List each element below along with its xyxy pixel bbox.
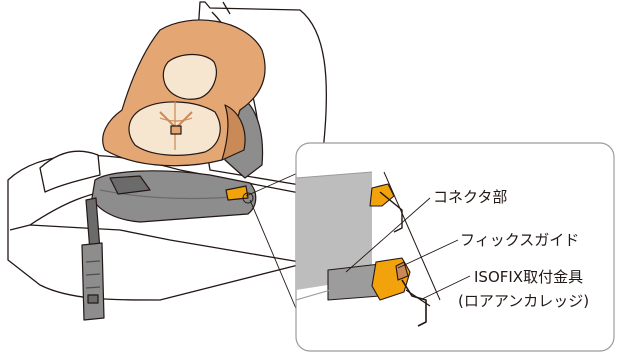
label-fix-guide: フィックスガイド xyxy=(460,233,579,248)
child-seat-base xyxy=(92,171,256,222)
label-isofix-anchor: ISOFIX取付金具 xyxy=(474,270,583,285)
label-connector: コネクタ部 xyxy=(433,190,507,205)
child-seat-shell xyxy=(103,20,265,178)
label-isofix-anchor-sub: (ロアアンカレッジ) xyxy=(458,294,589,309)
